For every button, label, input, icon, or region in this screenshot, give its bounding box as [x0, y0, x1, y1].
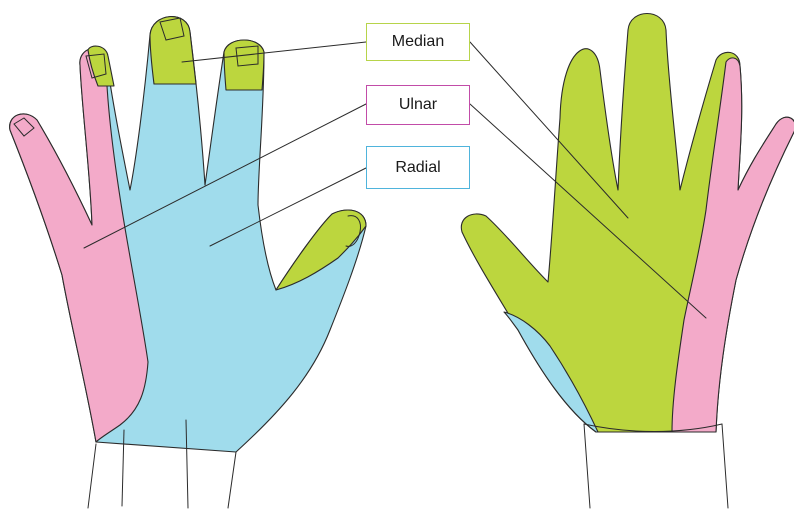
radial-label: Radial: [395, 159, 440, 177]
radial-label-box: Radial: [366, 146, 470, 189]
left-middle-tip-median: [150, 17, 196, 84]
left-forearm-line-4: [228, 452, 236, 508]
left-forearm-line-1: [88, 444, 96, 508]
median-label: Median: [392, 33, 444, 51]
right-forearm-line-1: [584, 424, 590, 508]
ulnar-label: Ulnar: [399, 96, 437, 114]
ulnar-label-box: Ulnar: [366, 85, 470, 125]
right-forearm-line-2: [722, 424, 728, 508]
left-hand-ulnar-region: [10, 48, 148, 442]
median-label-box: Median: [366, 23, 470, 61]
median-leader-left: [182, 42, 366, 62]
left-hand: [10, 17, 366, 508]
